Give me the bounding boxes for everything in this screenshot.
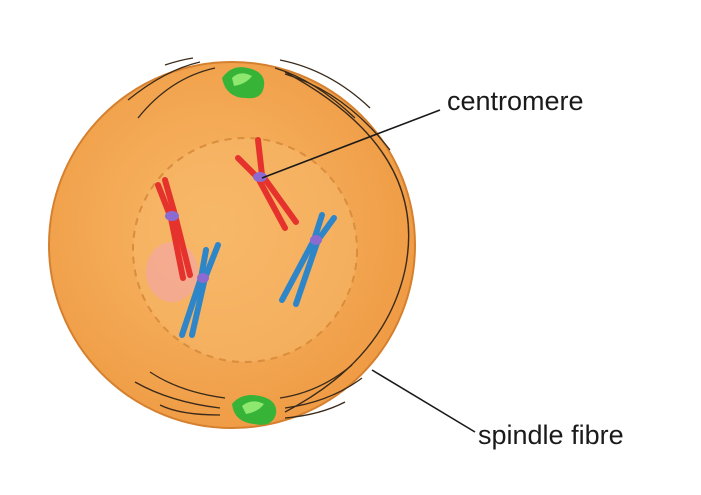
nuclear-envelope — [132, 137, 358, 363]
centromere-mark — [165, 211, 179, 221]
chromosome-icon — [179, 242, 221, 338]
centromere-mark — [310, 235, 322, 245]
centromere-mark — [253, 172, 267, 182]
chromosome-icon — [279, 212, 337, 307]
centromere-leader-line — [261, 109, 441, 179]
chromosome-icon — [235, 137, 299, 231]
centromere-mark — [197, 273, 209, 283]
centrosome-icon — [222, 67, 265, 99]
spindle-fibre-label: spindle fibre — [478, 420, 624, 450]
spindle-fibres-top — [127, 57, 391, 151]
centrosome-icon — [232, 395, 277, 425]
chromosome-icon — [155, 177, 193, 281]
spindle-fibre-long — [284, 71, 410, 413]
centromere-label: centromere — [447, 86, 584, 116]
spindle-fibre-leader-line — [371, 369, 476, 433]
